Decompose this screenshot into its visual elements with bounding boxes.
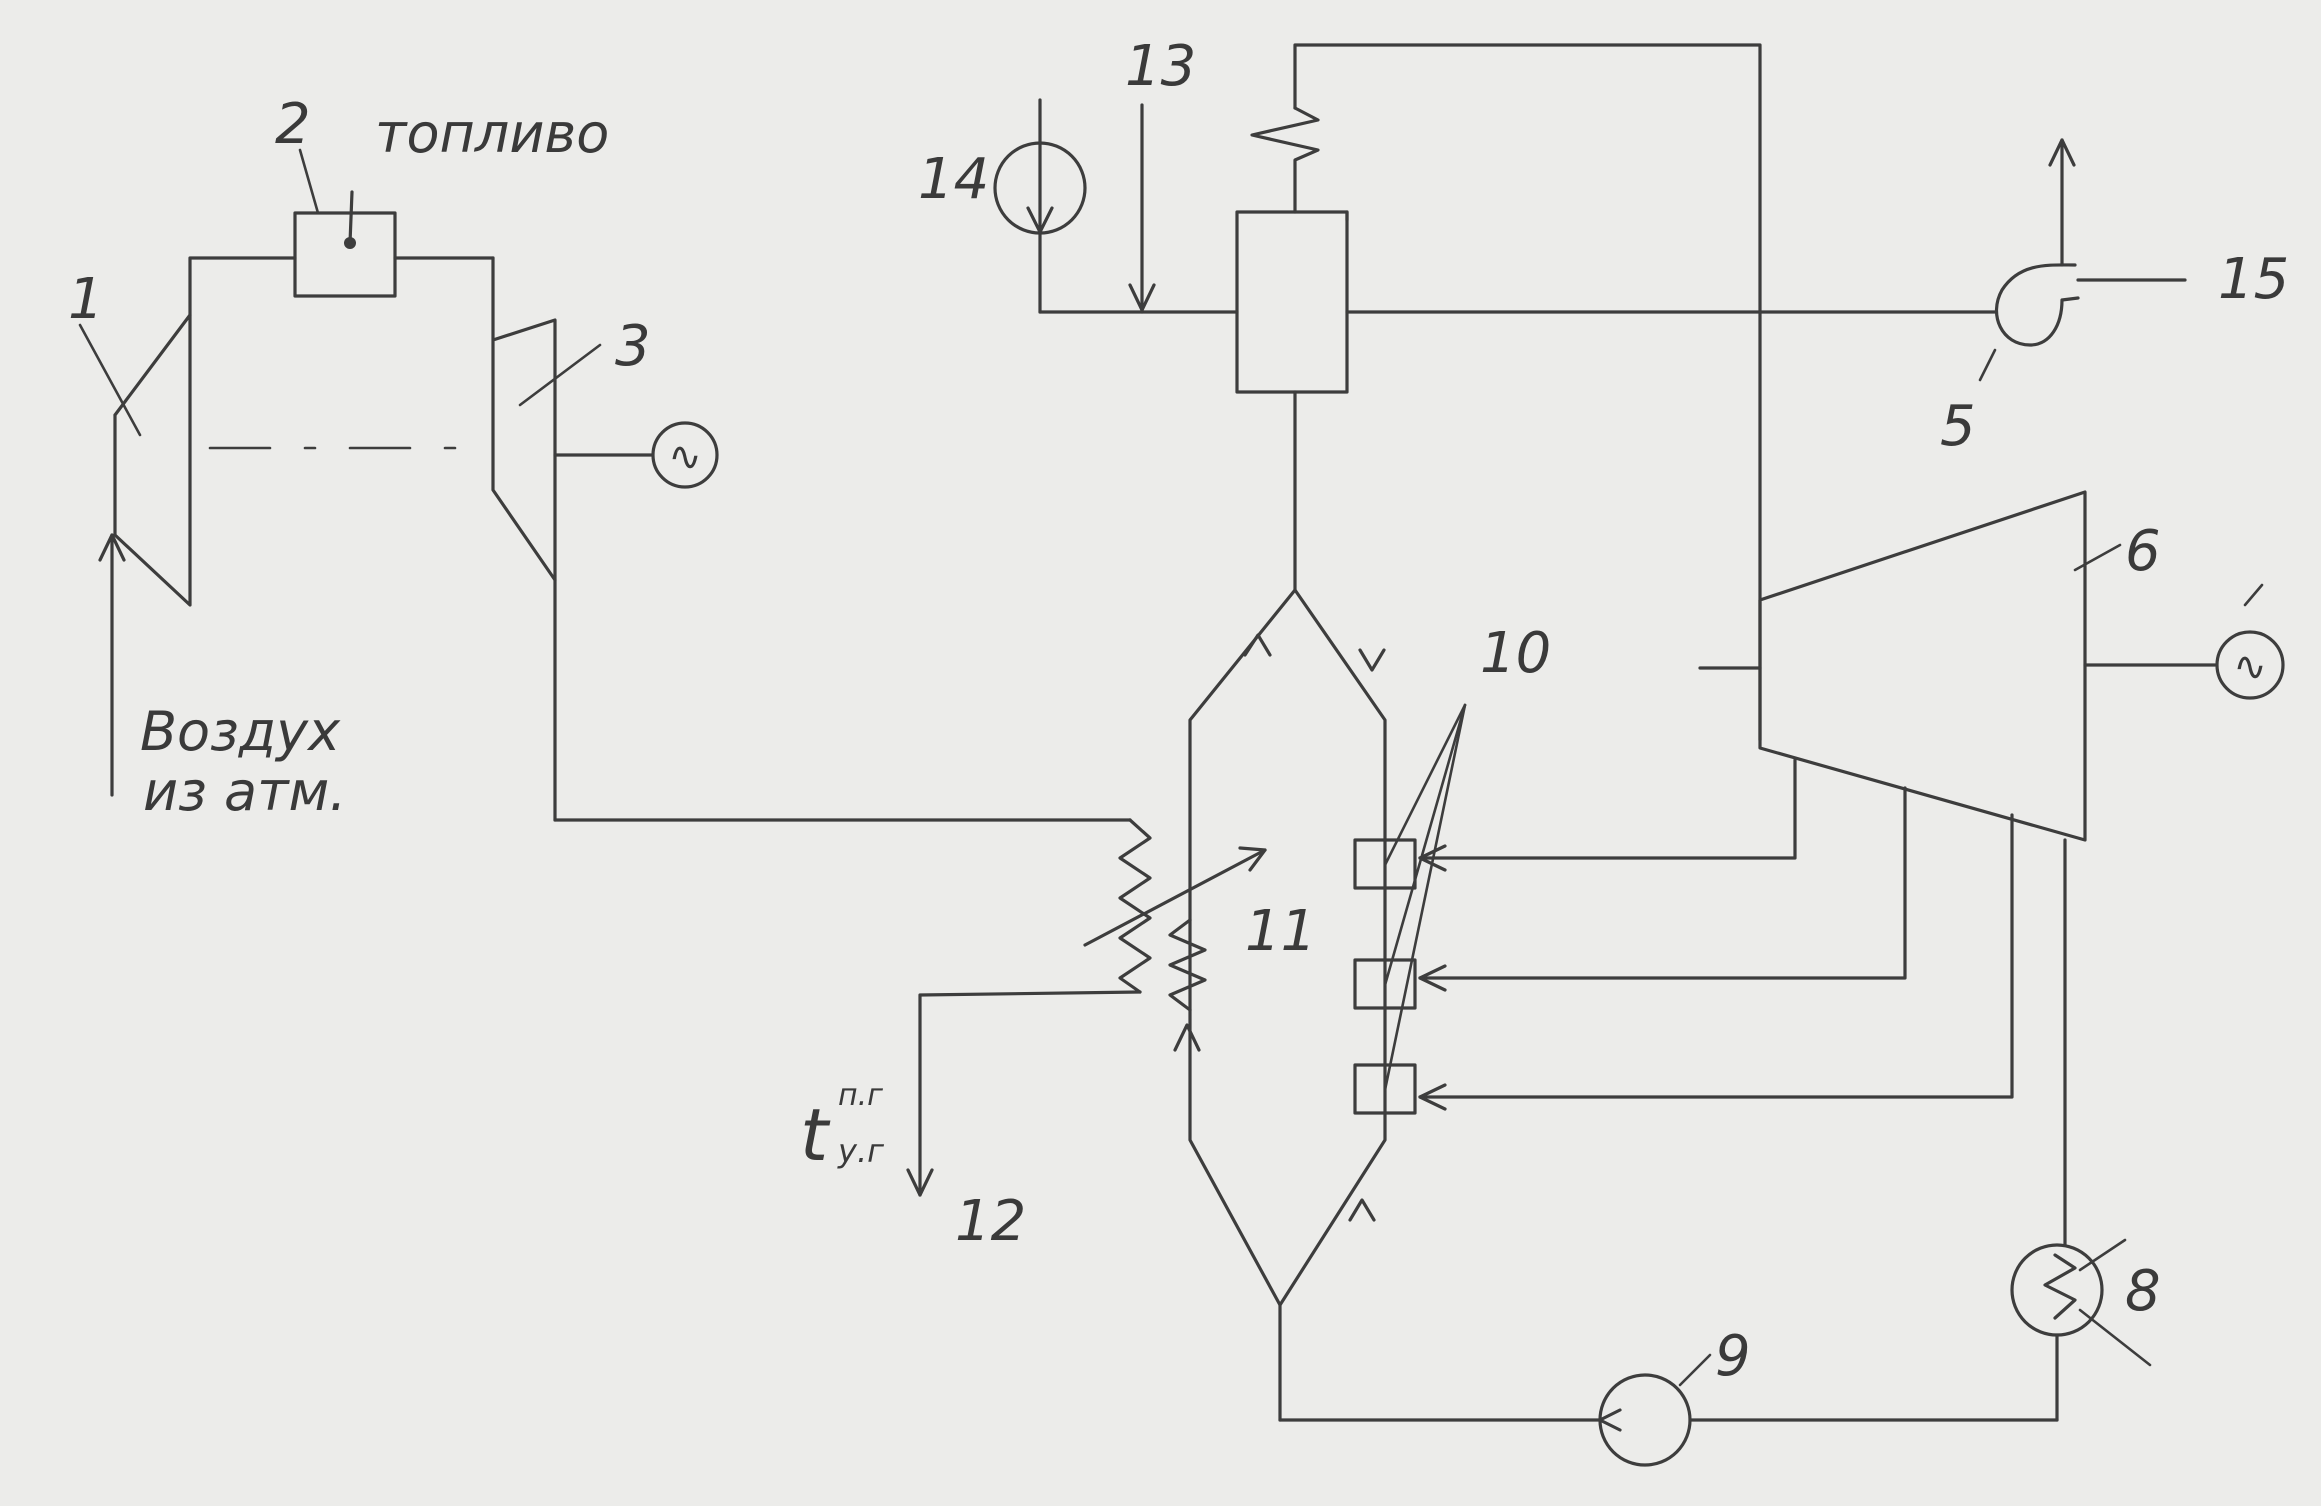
gas-turbine-3 — [491, 256, 602, 822]
flue-gas-temperature-label: t п.г у.г — [800, 1078, 884, 1177]
pump-14 — [993, 98, 1087, 314]
label-13: 13 — [1125, 34, 1196, 99]
label-2: 2 — [275, 92, 311, 157]
boiler-loop — [1173, 588, 1387, 1422]
generator-icon: ∿ — [668, 434, 702, 480]
label-14: 14 — [918, 147, 989, 212]
steam-turbine-6 — [1698, 490, 2122, 842]
turbine-extractions — [1418, 758, 2014, 1111]
extraction-line-to-5 — [1345, 138, 2187, 382]
label-15: 15 — [2218, 247, 2289, 312]
regen-heaters-10 — [1353, 703, 1467, 1115]
feed-line-13 — [1038, 103, 1239, 314]
label-6: 6 — [2125, 519, 2161, 584]
pump-9 — [1278, 1353, 2059, 1467]
air-inlet-arrow — [98, 533, 126, 797]
label-12: 12 — [955, 1189, 1026, 1254]
condenser-8 — [2010, 838, 2152, 1422]
label-1: 1 — [68, 267, 104, 332]
combustion-chamber-2 — [188, 148, 495, 317]
label-5: 5 — [1940, 394, 1976, 459]
compressor-1 — [78, 313, 192, 607]
svg-text:t: t — [800, 1093, 831, 1177]
label-8: 8 — [2125, 1259, 2161, 1324]
air-label-line1: Воздух — [140, 700, 341, 763]
svg-text:п.г: п.г — [838, 1078, 883, 1113]
air-label-line2: из атм. — [143, 760, 346, 823]
top-steam-line — [1250, 43, 1762, 742]
label-10: 10 — [1480, 621, 1551, 686]
generator-steam-turbine: ∿ — [2083, 583, 2285, 700]
generator-gas-turbine: ∿ — [553, 421, 719, 489]
label-11: 11 — [1245, 899, 1316, 964]
svg-text:у.г: у.г — [837, 1132, 884, 1170]
heater-11 — [1083, 846, 1267, 1012]
label-3: 3 — [615, 314, 651, 379]
deaerator-drum — [1235, 210, 1349, 592]
generator-icon: ∿ — [2233, 644, 2267, 690]
exhaust-gas-line — [553, 818, 1152, 1197]
label-9: 9 — [1715, 1324, 1751, 1389]
fuel-label: топливо — [375, 102, 609, 165]
